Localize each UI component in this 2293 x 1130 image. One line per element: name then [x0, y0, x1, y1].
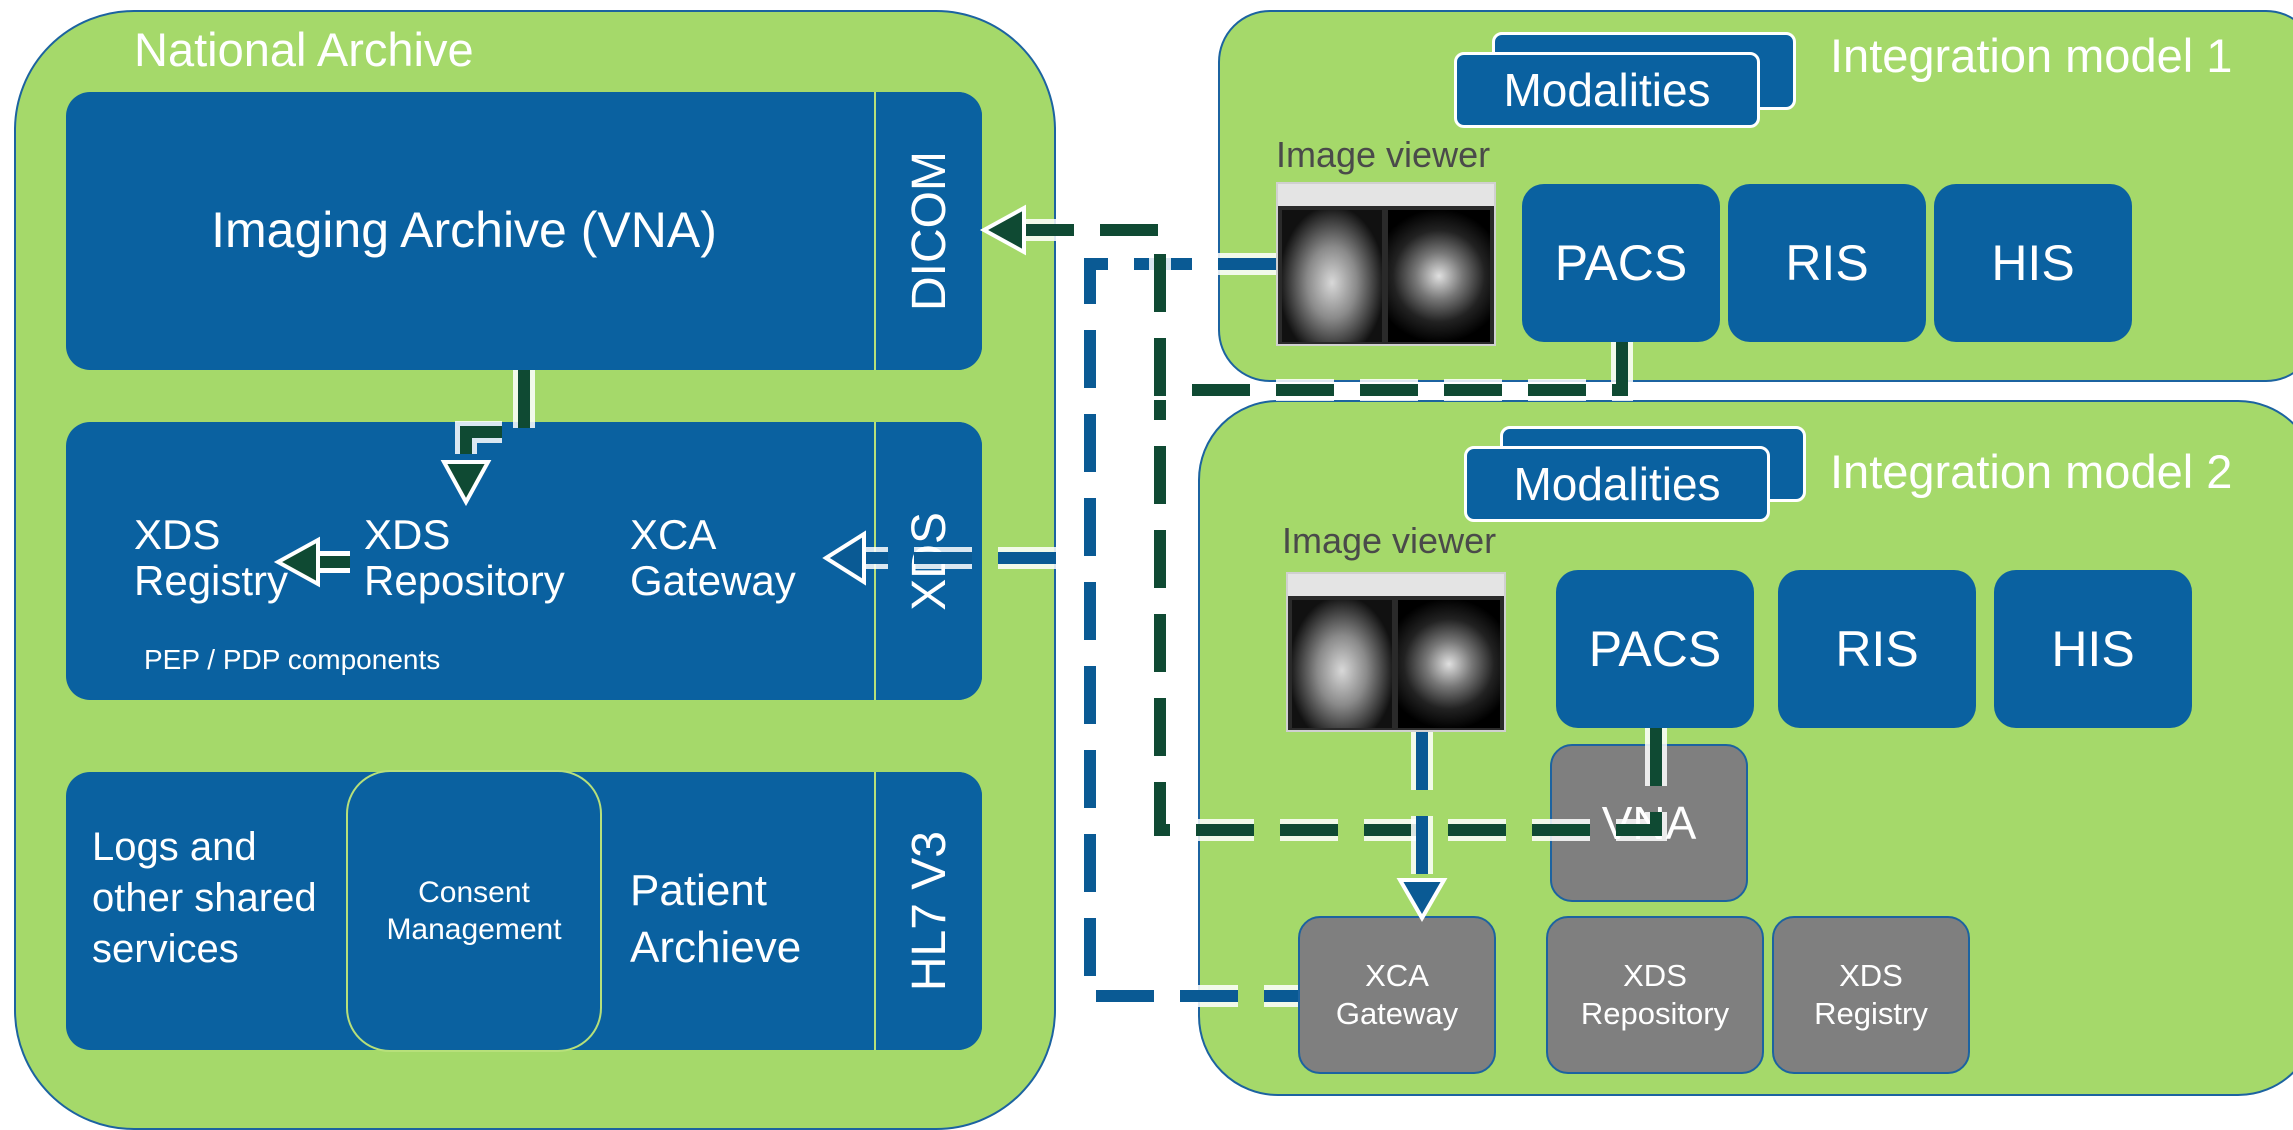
modalities-1-label: Modalities: [1503, 64, 1711, 116]
patient-archive-label: Patient Archieve: [630, 866, 802, 973]
image-viewer-1-screenshot: [1276, 182, 1496, 346]
connector-pacs1-to-dicom-core: [1020, 224, 1628, 396]
xca-gateway-2-box: XCA Gateway: [1298, 916, 1496, 1074]
image-viewer-1-label: Image viewer: [1276, 134, 1491, 175]
image-viewer-2-screenshot: [1286, 572, 1506, 732]
arrowhead-repository: [440, 460, 492, 507]
ris-2-label: RIS: [1835, 621, 1919, 677]
consent-management-box: Consent Management: [346, 770, 602, 1052]
imaging-archive-label: Imaging Archive (VNA): [211, 202, 717, 258]
connector-viewer1-to-xca2: [1079, 253, 1298, 1007]
connector-vna2-to-left-core: [1154, 400, 1662, 836]
arrowhead-xca2: [1396, 878, 1448, 922]
xds-repository-2-box: XDS Repository: [1546, 916, 1764, 1074]
arrowhead-dicom: [979, 204, 1026, 256]
xds-registry-2-box: XDS Registry: [1772, 916, 1970, 1074]
pacs-2-label: PACS: [1588, 621, 1722, 677]
xds-repository-label: XDS Repository: [364, 511, 565, 605]
modalities-2-box: Modalities: [1464, 446, 1770, 522]
consent-label: Consent Management: [386, 875, 562, 947]
ris-1-label: RIS: [1785, 235, 1869, 291]
pacs-1-box: PACS: [1522, 184, 1720, 342]
his-2-label: HIS: [2051, 621, 2135, 677]
dicom-interface: DICOM: [874, 92, 982, 370]
pacs-2-box: PACS: [1556, 570, 1754, 728]
integration-model-1-title: Integration model 1: [1830, 29, 2233, 82]
his-1-box: HIS: [1934, 184, 2132, 342]
xds-registry-2-label: XDS Registry: [1814, 958, 1928, 1031]
connector-pacs1-to-dicom: [1020, 219, 1633, 401]
his-2-box: HIS: [1994, 570, 2192, 728]
connector-vna-to-repository-core: [460, 370, 530, 460]
connector-vna-to-repository: [455, 370, 535, 460]
image-viewer-2-label: Image viewer: [1282, 520, 1497, 561]
national-archive-title: National Archive: [134, 23, 474, 76]
hl7-interface: HL7 V3: [874, 772, 982, 1050]
arrowhead-registry: [273, 536, 320, 588]
pep-pdp-label: PEP / PDP components: [144, 644, 441, 675]
modalities-2-label: Modalities: [1513, 458, 1721, 510]
imaging-archive-box: [66, 92, 982, 370]
connector-viewer1-to-xca2-core: [1084, 258, 1298, 1002]
xds-registry-label: XDS Registry: [134, 511, 289, 605]
integration-model-2-title: Integration model 2: [1830, 445, 2233, 498]
logs-label: Logs and other shared services: [92, 825, 317, 972]
connector-vna2-to-left: [1149, 400, 1667, 841]
xca-gateway-label: XCA Gateway: [630, 511, 796, 605]
ris-2-box: RIS: [1778, 570, 1976, 728]
modalities-1-box: Modalities: [1454, 52, 1760, 128]
ris-1-box: RIS: [1728, 184, 1926, 342]
xds-repository-2-label: XDS Repository: [1580, 958, 1730, 1031]
arrowhead-xca-national: [822, 530, 866, 586]
xca-gateway-2-label: XCA Gateway: [1335, 958, 1459, 1031]
his-1-label: HIS: [1991, 235, 2075, 291]
pacs-1-label: PACS: [1554, 235, 1688, 291]
